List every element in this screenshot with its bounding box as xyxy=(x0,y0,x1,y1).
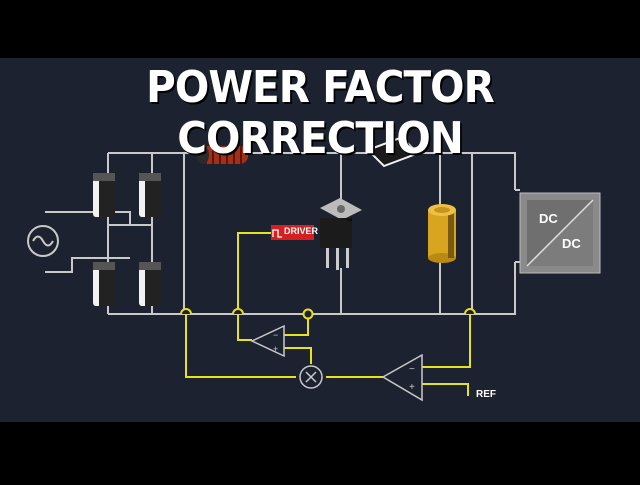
diode-icon xyxy=(139,173,161,217)
control-wires xyxy=(185,232,471,396)
diode-icon xyxy=(93,262,115,306)
converter-output-label: DC xyxy=(562,236,581,251)
svg-text:−: − xyxy=(409,364,415,375)
converter-input-label: DC xyxy=(539,211,558,226)
reference-label: REF xyxy=(476,389,496,400)
inductor-icon xyxy=(197,146,248,164)
op-amp-icon: − + xyxy=(381,353,423,402)
op-amp-icon: − + xyxy=(250,324,285,358)
diode-icon xyxy=(139,262,161,306)
mosfet-icon xyxy=(320,198,362,270)
svg-text:−: − xyxy=(273,330,278,340)
dc-dc-converter xyxy=(519,192,601,274)
diode-icon xyxy=(93,173,115,217)
page-title: POWER FACTOR CORRECTION xyxy=(146,62,495,164)
svg-text:+: + xyxy=(273,344,278,354)
driver-label: DRIVER xyxy=(284,226,319,236)
driver-block xyxy=(271,225,314,240)
crossover-bumps xyxy=(180,308,476,315)
capacitor-icon xyxy=(428,204,456,263)
pwm-pulse-icon xyxy=(272,229,282,238)
sense-node xyxy=(302,308,314,320)
diode-icon xyxy=(366,136,418,168)
multiplier-icon xyxy=(299,365,323,389)
svg-text:+: + xyxy=(409,382,415,393)
ac-source-icon xyxy=(27,225,59,257)
